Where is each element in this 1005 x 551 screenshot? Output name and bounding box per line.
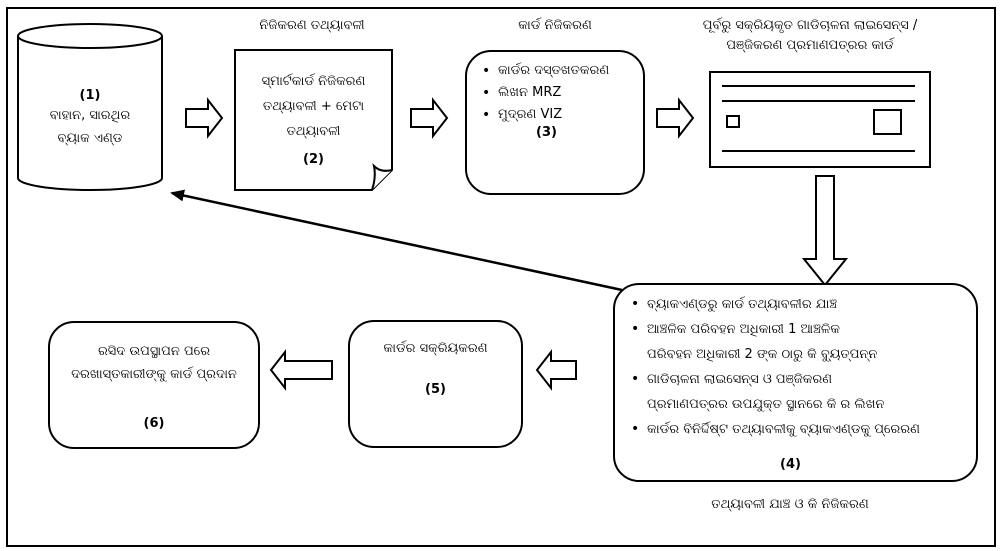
- activation-number: (5): [425, 382, 446, 397]
- verification-number: (4): [780, 457, 801, 472]
- verification-title: ତଥ୍ୟାବଳୀ ଯାଞ୍ଚ ଓ କି ନିଜିକରଣ: [711, 497, 869, 512]
- database-label-line1: ବାହାନ, ସାରଥିର: [49, 108, 131, 123]
- personalization-number: (3): [536, 125, 557, 140]
- issue-number: (6): [143, 416, 165, 431]
- personalization-list: କାର୍ଡର ଦସ୍ତଖତକରଣ ଲିଖନ MRZ ମୁଦ୍ରଣ VIZ: [478, 60, 609, 126]
- personalization-item: ମୁଦ୍ରଣ VIZ: [478, 104, 609, 126]
- metadata-document: [234, 49, 393, 191]
- database-number: (1): [79, 88, 101, 103]
- document-line2: ତଥ୍ୟାବଳୀ + ମେଟା: [262, 99, 365, 114]
- issue-box: [48, 321, 260, 449]
- verification-item: ବ୍ୟାକଏଣ୍ଡରୁ କାର୍ଡ ତଥ୍ୟାବଳୀର ଯାଞ୍ଚ: [627, 292, 920, 317]
- arrow-db-to-data: [185, 97, 224, 139]
- verification-item: କାର୍ଡର ବିନିର୍ଦ୍ଦିଷ୍ଟ ତଥ୍ୟାବଳୀକୁ ବ୍ୟାକଏଣ୍…: [627, 417, 920, 442]
- activation-box: [348, 320, 523, 448]
- arrow-data-to-perso: [410, 97, 449, 139]
- activated-card-title-line2: ପଞ୍ଜିକରଣ ପ୍ରମାଣପତ୍ରର କାର୍ଡ: [726, 38, 894, 53]
- database-label-line2: ବ୍ୟାକ ଏଣ୍ଡ: [57, 131, 123, 146]
- verification-item: ଆଞ୍ଚଳିକ ପରିବହନ ଅଧିକାରୀ 1 ଆଞ୍ଚଳିକ ପରିବହନ …: [627, 317, 920, 367]
- card-icon: [709, 71, 931, 168]
- verification-list: ବ୍ୟାକଏଣ୍ଡରୁ କାର୍ଡ ତଥ୍ୟାବଳୀର ଯାଞ୍ଚ ଆଞ୍ଚଳି…: [627, 292, 920, 442]
- document-line1: ସ୍ମାର୍ଟକାର୍ଡ ନିଜିକରଣ: [261, 74, 366, 89]
- arrow-verify-to-activate: [535, 349, 577, 391]
- issue-line1: ରସିଦ ଉପସ୍ଥାପନ ପରେ: [97, 344, 211, 359]
- verification-item: ଗାଡିଚାଳନା ଲାଇସେନ୍ସ ଓ ପଞ୍ଜିକରଣ ପ୍ରମାଣପତ୍ର…: [627, 367, 920, 417]
- personalization-item: କାର୍ଡର ଦସ୍ତଖତକରଣ: [478, 60, 609, 82]
- issue-line2: ଦରଖାସ୍ତକାରୀଙ୍କୁ କାର୍ଡ ପ୍ରଦାନ: [71, 367, 237, 382]
- arrow-card-to-verify: [801, 175, 849, 287]
- document-line3: ତଥ୍ୟାବଳୀ: [286, 124, 341, 139]
- arrow-activate-to-issue: [269, 349, 333, 391]
- data-title: ନିଜିକରଣ ତଥ୍ୟାବଳୀ: [259, 18, 365, 33]
- activation-label: କାର୍ଡର ସକ୍ରିୟକରଣ: [383, 341, 488, 356]
- arrow-perso-to-card: [656, 97, 695, 139]
- personalization-item: ଲିଖନ MRZ: [478, 82, 609, 104]
- diagram-frame: [6, 7, 996, 547]
- activated-card-title-line1: ପୂର୍ବରୁ ସକ୍ରିୟକୃତ ଗାଡିଚାଳନା ଲାଇସେନ୍ସ /: [702, 18, 918, 33]
- card-personalization-title: କାର୍ଡ ନିଜିକରଣ: [518, 18, 592, 33]
- database-cylinder: [17, 23, 163, 191]
- feedback-arrow: [170, 189, 623, 292]
- document-number: (2): [303, 152, 324, 167]
